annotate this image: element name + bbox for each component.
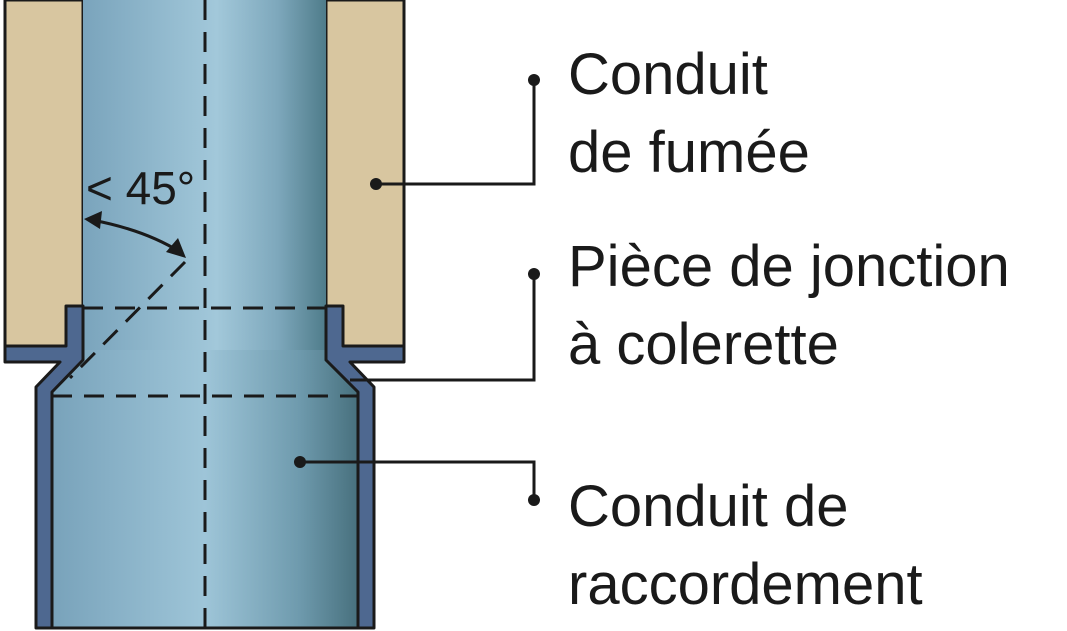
label-line: Conduit (568, 42, 768, 107)
leader-conduit-raccordement (294, 456, 540, 506)
label-line: de fumée (568, 120, 810, 185)
leader-line (300, 460, 536, 500)
leader-dot-end (528, 74, 540, 86)
angle-arrowhead-right (166, 238, 186, 258)
angle-arrowhead-left (84, 211, 102, 229)
label-conduit-fumee: Conduit de fumée (568, 42, 810, 185)
label-piece-jonction: Pièce de jonction à colerette (568, 234, 1010, 377)
leader-line (350, 274, 536, 382)
label-line: Pièce de jonction (568, 234, 1010, 299)
label-conduit-raccordement: Conduit de raccordement (568, 474, 923, 617)
leader-conduit-fumee (370, 74, 540, 190)
leader-line (376, 80, 536, 186)
leader-piece-jonction (350, 268, 540, 382)
leader-dot-end (528, 494, 540, 506)
angle-label: < 45° (86, 162, 195, 214)
masonry-wall-right (324, 0, 406, 348)
dashed-guides (52, 0, 358, 628)
leader-dot-end (528, 268, 540, 280)
masonry-wall-left (3, 0, 85, 348)
collar-right (324, 304, 406, 630)
label-line: Conduit de (568, 474, 849, 539)
label-line: raccordement (568, 552, 923, 617)
label-line: à colerette (568, 312, 839, 377)
collar-left (3, 304, 85, 630)
angle-reference-line (68, 260, 187, 380)
